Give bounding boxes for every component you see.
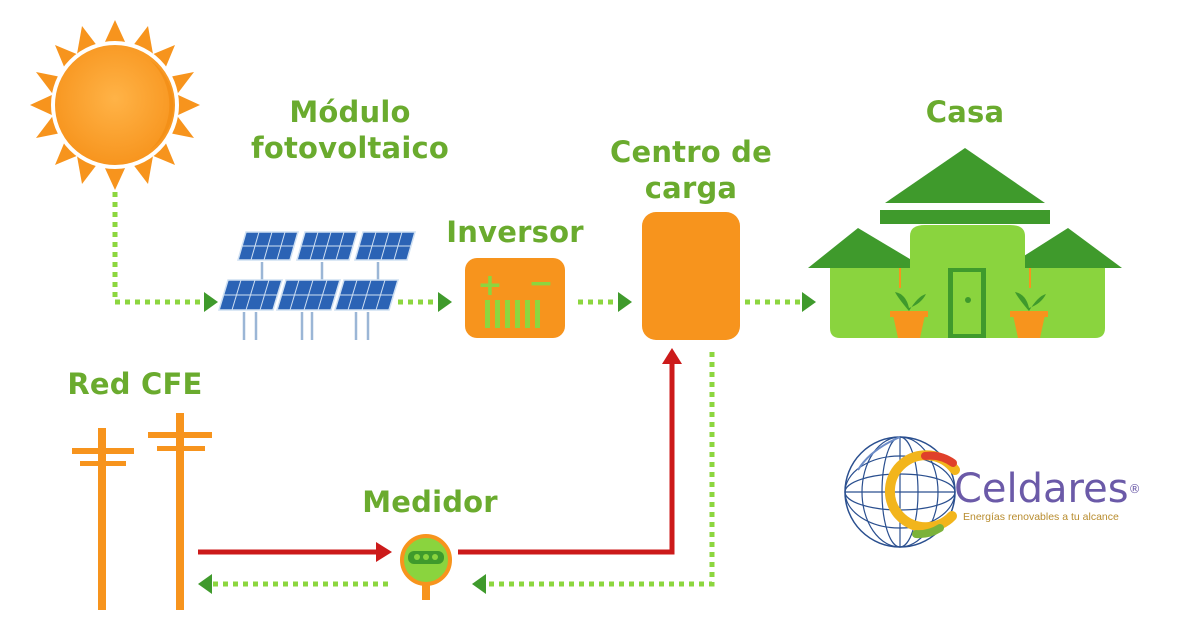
utility-poles-icon <box>72 413 212 610</box>
meter-icon <box>400 534 452 600</box>
flow-arrowheads <box>198 292 816 594</box>
sun-icon <box>30 20 200 190</box>
energy-flow-lines <box>112 192 800 587</box>
house-label: Casa <box>925 95 1005 129</box>
load-center-label-line1: Centro de <box>609 135 772 169</box>
celdares-logo-name: Celdares® <box>954 468 1141 510</box>
plant-pot-icon <box>890 292 928 338</box>
solar-panels-icon <box>217 231 416 340</box>
celdares-logo-trademark: ® <box>1128 482 1141 496</box>
inverter-minus-symbol: − <box>528 266 553 301</box>
module-label-line2: fotovoltaico <box>251 131 449 165</box>
flow-loadcenter-to-meter <box>485 352 715 587</box>
inverter-icon: + − <box>465 258 565 338</box>
inverter-label: Inversor <box>446 215 584 249</box>
meter-label: Medidor <box>362 485 498 519</box>
celdares-logo-globe-icon <box>844 436 960 548</box>
module-label-line1: Módulo <box>289 95 411 129</box>
house-icon <box>808 148 1122 338</box>
flow-meter-to-loadcenter <box>458 362 675 555</box>
grid-label: Red CFE <box>67 367 203 401</box>
celdares-logo-tagline: Energías renovables a tu alcance <box>963 511 1119 523</box>
grid-flow-lines <box>198 362 675 555</box>
load-center-box <box>642 212 740 340</box>
load-center-label-line2: carga <box>644 171 738 205</box>
load-center-label: Centro de carga <box>600 134 782 206</box>
celdares-logo-name-text: Celdares <box>954 466 1129 512</box>
inverter-plus-symbol: + <box>477 268 502 303</box>
plant-pot-icon <box>1010 292 1048 338</box>
module-label: Módulo fotovoltaico <box>250 94 450 166</box>
flow-sun-to-panels <box>112 192 205 305</box>
